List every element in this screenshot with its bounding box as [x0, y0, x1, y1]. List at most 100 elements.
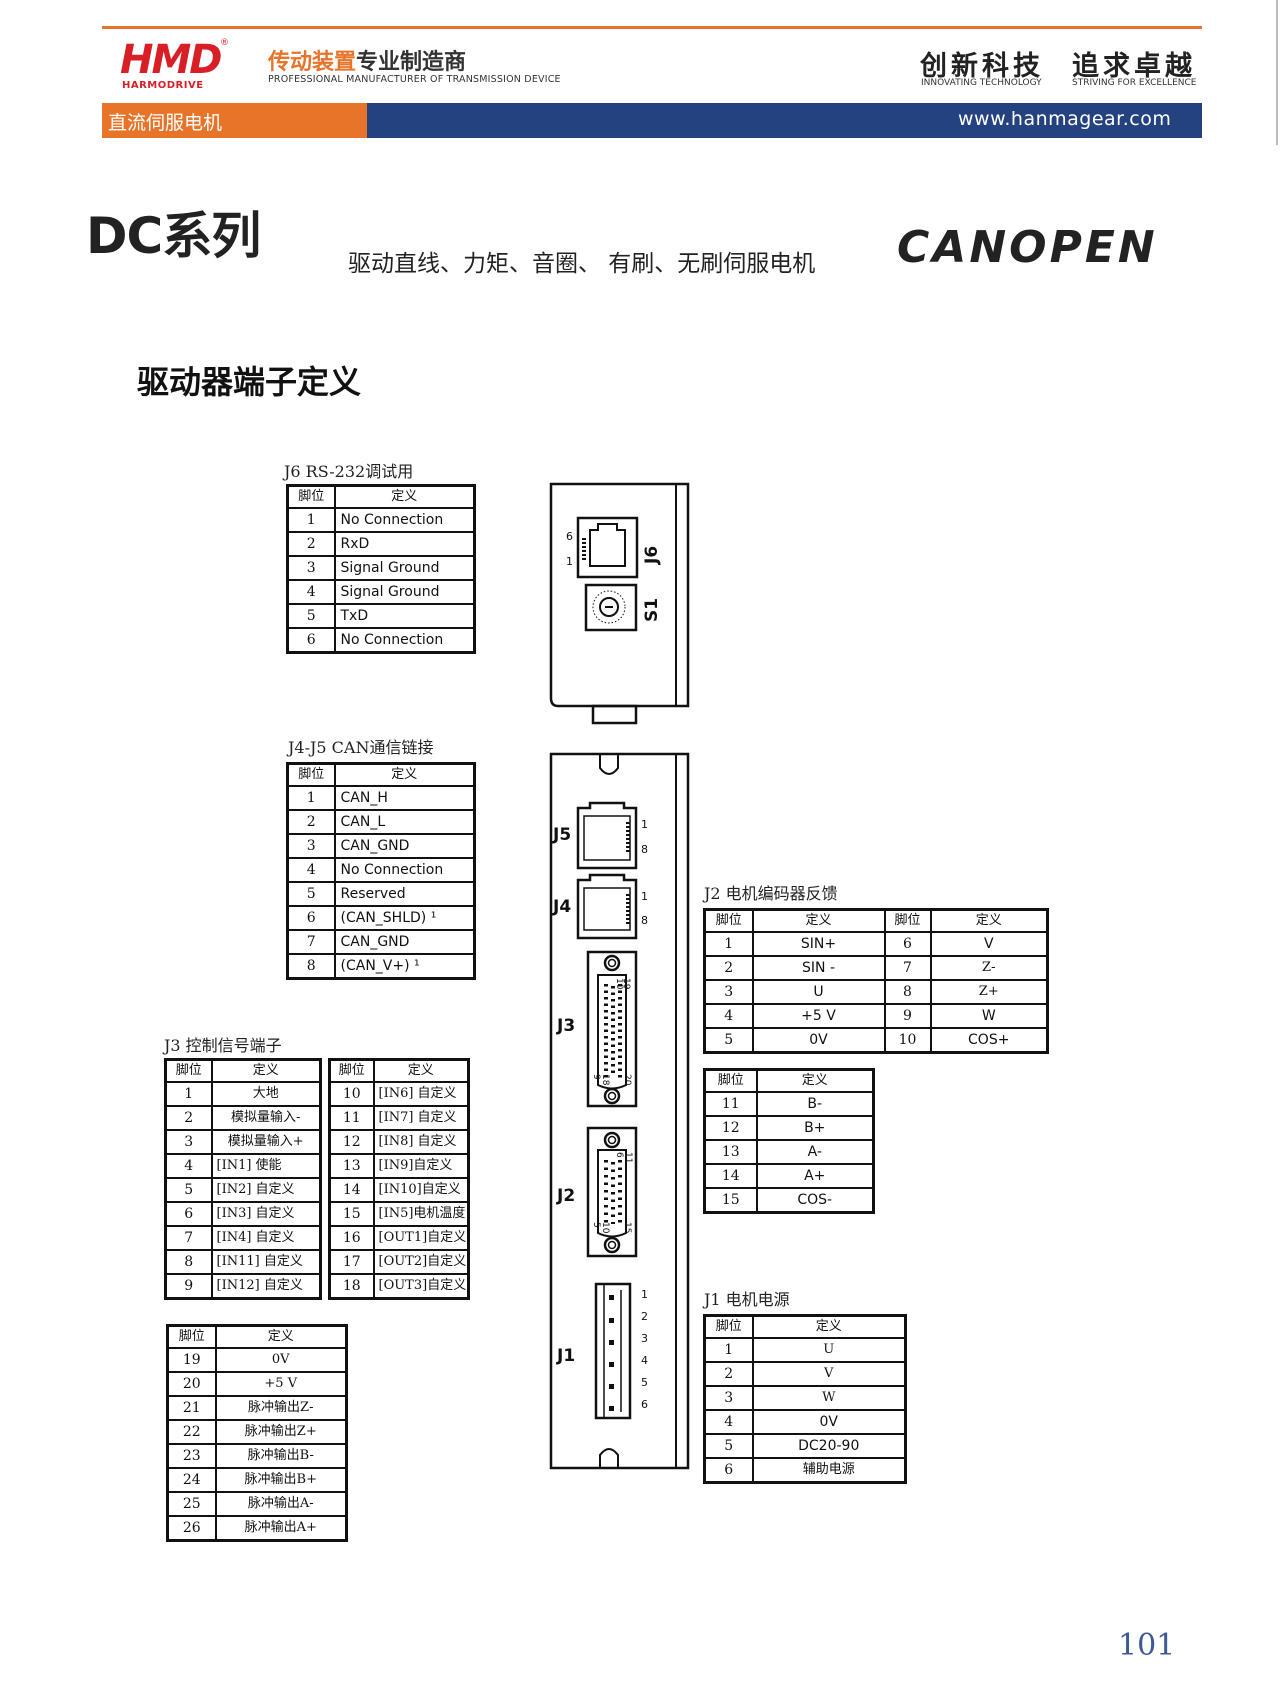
- j1-pin-1: 1: [641, 1288, 648, 1301]
- pin-cell: 14: [328, 1177, 375, 1203]
- pin-cell: 1: [164, 1081, 213, 1107]
- table-header: 脚位定义: [164, 1058, 322, 1083]
- pin-cell: 17: [328, 1249, 375, 1275]
- pin-cell: 4: [703, 1409, 754, 1435]
- j3-connector-icon: [586, 950, 638, 1108]
- pin-cell: 3: [703, 1385, 754, 1411]
- def-cell: No Connection: [333, 507, 476, 533]
- j1-terminal-icon: [594, 1282, 632, 1420]
- j6-port-label: J6: [642, 545, 662, 564]
- def-cell: V: [929, 931, 1049, 957]
- pin-cell: 5: [286, 603, 336, 629]
- lower-module-outline: [549, 752, 690, 1470]
- def-cell: W: [929, 1003, 1049, 1029]
- pin-cell: 8: [883, 979, 932, 1005]
- pin-cell: 19: [166, 1347, 217, 1373]
- def-cell: Reserved: [333, 881, 476, 907]
- brand-logo: HMD ® HARMODRIVE: [120, 38, 230, 91]
- def-cell: RxD: [333, 531, 476, 557]
- pin-cell: 12: [703, 1115, 758, 1141]
- def-cell: [IN4] 自定义: [210, 1225, 322, 1251]
- col-pin: 脚位: [703, 1068, 758, 1093]
- page-number: 101: [1118, 1628, 1176, 1663]
- def-cell: TxD: [333, 603, 476, 629]
- def-cell: 脉冲输出Z-: [214, 1395, 348, 1421]
- upper-module-tab: [591, 704, 638, 725]
- j6-port-opening: [589, 523, 626, 567]
- j4j5-caption: J4-J5 CAN通信链接: [288, 738, 434, 757]
- pin-cell: 3: [164, 1129, 213, 1155]
- def-cell: CAN_GND: [333, 833, 476, 859]
- col-pin: 脚位: [286, 762, 336, 787]
- pin-cell: 10: [883, 1027, 932, 1054]
- tagline-cn: 传动装置专业制造商: [268, 44, 466, 76]
- pin-cell: 21: [166, 1395, 217, 1421]
- pin-cell: 2: [164, 1105, 213, 1131]
- def-cell: COS+: [929, 1027, 1049, 1054]
- def-cell: +5 V: [214, 1371, 348, 1397]
- j1-pin-5: 5: [641, 1376, 648, 1389]
- s1-switch-label: S1: [642, 597, 662, 622]
- pin-cell: 22: [166, 1419, 217, 1445]
- series-subtitle: 驱动直线、力矩、音圈、 有刷、无刷伺服电机: [348, 251, 816, 277]
- col-pin: 脚位: [164, 1058, 213, 1083]
- pin-cell: 8: [286, 953, 336, 980]
- def-cell: [IN9]自定义: [372, 1153, 470, 1179]
- j2-pin-11: 11: [623, 1152, 633, 1164]
- table-header: 脚位定义: [286, 762, 476, 787]
- pin-cell: 5: [703, 1027, 754, 1054]
- def-cell: CAN_L: [333, 809, 476, 835]
- col-def: 定义: [751, 908, 886, 933]
- pin-cell: 4: [164, 1153, 213, 1179]
- j2-pin-10: 10: [600, 1222, 610, 1234]
- def-cell: (CAN_SHLD) ¹: [333, 905, 476, 931]
- def-cell: 脉冲输出B+: [214, 1467, 348, 1493]
- col-pin-2: 脚位: [883, 908, 932, 933]
- drive-drawing: [549, 482, 690, 1470]
- pin-cell: 6: [164, 1201, 213, 1227]
- def-cell: +5 V: [751, 1003, 886, 1029]
- def-cell: [OUT1]自定义: [372, 1225, 470, 1251]
- pin-cell: 9: [164, 1273, 213, 1300]
- table-row: 6(CAN_SHLD) ¹: [286, 905, 476, 931]
- pin-cell: 4: [286, 579, 336, 605]
- pin-cell: 3: [703, 979, 754, 1005]
- def-cell: 0V: [214, 1347, 348, 1373]
- def-cell: CAN_H: [333, 785, 476, 811]
- pin-cell: 11: [703, 1091, 758, 1117]
- tagline-cn-a: 传动装置: [268, 50, 357, 75]
- tagline-en: PROFESSIONAL MANUFACTURER OF TRANSMISSIO…: [268, 74, 561, 85]
- j1-pin-2: 2: [641, 1310, 648, 1323]
- def-cell: 脉冲输出A-: [214, 1491, 348, 1517]
- pin-cell: 7: [286, 929, 336, 955]
- col-def: 定义: [210, 1058, 322, 1083]
- j4-port-icon: [576, 873, 638, 940]
- col-def: 定义: [333, 762, 476, 787]
- j5-port-icon: [576, 801, 638, 870]
- def-cell: [OUT3]自定义: [372, 1273, 470, 1300]
- def-cell: Z+: [929, 979, 1049, 1005]
- pin-cell: 13: [328, 1153, 375, 1179]
- def-cell: COS-: [755, 1187, 875, 1214]
- def-cell: B-: [755, 1091, 875, 1117]
- j3-pin-20: 20: [622, 1074, 632, 1086]
- def-cell: SIN -: [751, 955, 886, 981]
- j1-pin-6: 6: [641, 1398, 648, 1411]
